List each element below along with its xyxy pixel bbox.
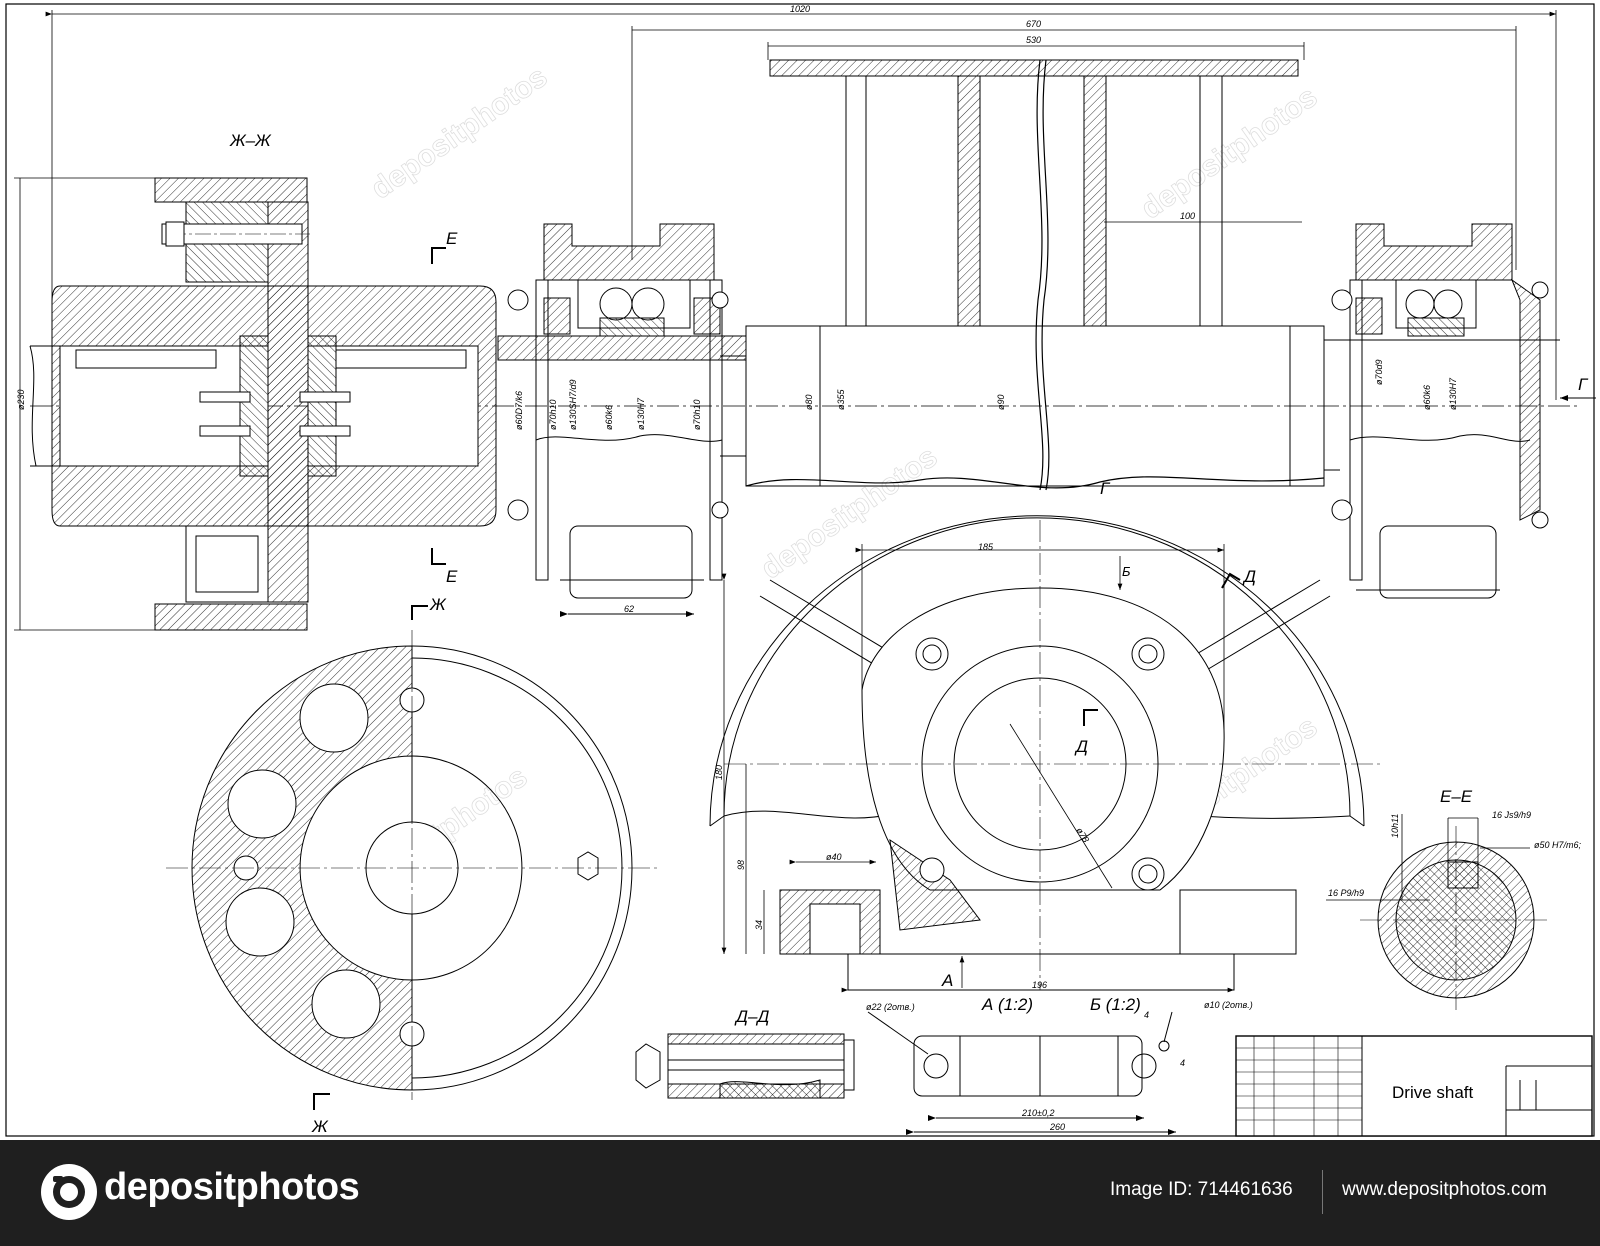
bearing-housing-right xyxy=(1331,223,1549,599)
section-label-zh-zh: Ж–Ж xyxy=(229,131,272,150)
marker-a: А xyxy=(941,971,953,990)
dim-196: 196 xyxy=(1032,980,1047,990)
dim-60k6-b: ø60k6 xyxy=(1422,385,1432,410)
dim-62: 62 xyxy=(624,604,634,614)
top-dimensions xyxy=(14,10,1557,631)
dim-80: ø80 xyxy=(804,394,814,410)
section-marker-e-top xyxy=(431,247,446,264)
dim-4b: 4 xyxy=(1180,1058,1185,1068)
image-id: Image ID: 714461636 xyxy=(1110,1179,1293,1200)
section-label-e-e: Е–Е xyxy=(1440,787,1473,806)
drum-section xyxy=(769,59,1299,491)
dim-70d9: ø70d9 xyxy=(1374,359,1384,385)
watermark-text: depositphotos xyxy=(755,440,943,586)
dim-60k6-a: ø60k6 xyxy=(604,405,614,430)
marker-d-right: Д xyxy=(1242,567,1256,586)
marker-zh-top: Ж xyxy=(429,595,447,614)
marker-g-mid: Г xyxy=(1100,479,1111,498)
dim-260: 260 xyxy=(1049,1122,1065,1132)
dim-670: 670 xyxy=(1026,19,1041,29)
watermark-text: depositphotos xyxy=(1135,80,1323,226)
dim-10: ø10 (2отв.) xyxy=(1204,1000,1253,1010)
dim-40: ø40 xyxy=(826,852,842,862)
dim-180: 180 xyxy=(714,765,724,780)
views-a-b xyxy=(867,1011,1176,1135)
title-block-title: Drive shaft xyxy=(1392,1083,1474,1102)
dim-185: 185 xyxy=(978,542,994,552)
dim-210: 210±0,2 xyxy=(1021,1108,1054,1118)
label-view-a: А (1:2) xyxy=(981,995,1033,1014)
housing-end-view xyxy=(709,515,1380,991)
dim-1020: 1020 xyxy=(790,4,810,14)
dim-130h7-b: ø130H7 xyxy=(1448,377,1458,410)
border-frame xyxy=(5,3,1595,1137)
dim-4a: 4 xyxy=(1144,1010,1149,1020)
title-block xyxy=(1235,1035,1593,1137)
section-marker-zh-top xyxy=(411,605,428,620)
dim-10h11: 10h11 xyxy=(1390,814,1400,838)
dim-16js9: 16 Js9/h9 xyxy=(1492,810,1531,820)
marker-g-right: Г xyxy=(1578,375,1589,394)
camera-logo-icon xyxy=(41,1164,97,1220)
section-marker-zh-bottom xyxy=(313,1093,330,1110)
dim-34: 34 xyxy=(754,920,764,930)
site-url[interactable]: www.depositphotos.com xyxy=(1342,1179,1547,1200)
section-marker-d-right xyxy=(1221,572,1241,589)
marker-zh-bottom: Ж xyxy=(311,1117,329,1136)
housing-dimensions xyxy=(721,544,1234,993)
watermark-text: depositphotos xyxy=(365,60,553,206)
marker-e-bottom: Е xyxy=(446,567,458,586)
section-e-e-dims xyxy=(1326,814,1530,901)
brand-name: depositphotos xyxy=(104,1166,360,1208)
coupling-section xyxy=(51,177,497,631)
dim-22: ø22 (2отв.) xyxy=(866,1002,915,1012)
marker-e-top: Е xyxy=(446,229,458,248)
marker-d-center: Д xyxy=(1074,737,1088,756)
footer-separator xyxy=(1322,1170,1323,1214)
dim-70h10-b: ø70h10 xyxy=(692,399,702,430)
bearing-housing-left xyxy=(507,223,729,617)
dim-60d7: ø60D7/k6 xyxy=(514,391,524,430)
dim-70h10-a: ø70h10 xyxy=(548,399,558,430)
label-view-b: Б (1:2) xyxy=(1090,995,1141,1014)
dim-130sh7: ø130SH7/d9 xyxy=(568,379,578,430)
dim-355: ø355 xyxy=(836,388,846,410)
technical-drawing: depositphotos depositphotos depositphoto… xyxy=(5,3,1596,1137)
section-marker-e-bottom xyxy=(431,548,446,565)
section-d-d xyxy=(635,1033,855,1099)
section-marker-d-center xyxy=(1083,709,1098,726)
dim-130h7-a: ø130H7 xyxy=(636,397,646,430)
dim-50h7: ø50 H7/m6; xyxy=(1534,840,1582,850)
dim-230: ø230 xyxy=(16,389,26,410)
section-label-d-d: Д–Д xyxy=(734,1007,769,1026)
dim-90: ø90 xyxy=(996,394,1006,410)
dim-100: 100 xyxy=(1180,211,1195,221)
drawing-sheet: depositphotos depositphotos depositphoto… xyxy=(5,3,1596,1137)
coupling-end-view xyxy=(166,630,660,1100)
dim-98: 98 xyxy=(736,860,746,870)
dim-16p9: 16 P9/h9 xyxy=(1328,888,1364,898)
section-e-e xyxy=(1360,826,1550,1010)
marker-b: Б xyxy=(1122,564,1131,579)
dim-530: 530 xyxy=(1026,35,1041,45)
footer-bar: depositphotos Image ID: 714461636 www.de… xyxy=(0,1140,1600,1246)
